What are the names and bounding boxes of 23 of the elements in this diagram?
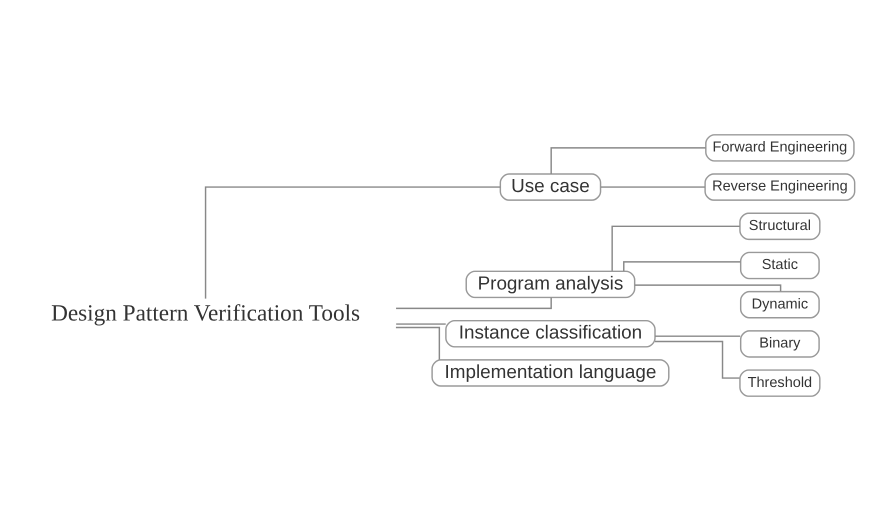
- connector: [655, 340, 740, 379]
- node-box: Static: [740, 252, 820, 280]
- node-box: Forward Engineering: [705, 134, 855, 162]
- connector: [600, 186, 705, 188]
- connector: [396, 297, 552, 310]
- node-box: Implementation language: [431, 359, 670, 387]
- node-text: Design Pattern Verification Tools: [51, 300, 360, 326]
- connector: [655, 335, 740, 337]
- node-box: Structural: [739, 212, 821, 240]
- connector: [634, 284, 782, 292]
- node-box: Binary: [740, 330, 820, 358]
- connector: [396, 323, 446, 325]
- node-box: Dynamic: [740, 290, 820, 318]
- node-box: Threshold: [739, 369, 821, 397]
- node-box: Instance classification: [445, 320, 656, 348]
- node-box: Reverse Engineering: [704, 173, 856, 201]
- connector: [396, 326, 440, 360]
- connector: [204, 186, 500, 299]
- node-box: Program analysis: [466, 270, 636, 298]
- connector: [623, 261, 740, 272]
- connector: [611, 226, 740, 271]
- connector: [550, 147, 706, 174]
- node-box: Use case: [500, 173, 602, 201]
